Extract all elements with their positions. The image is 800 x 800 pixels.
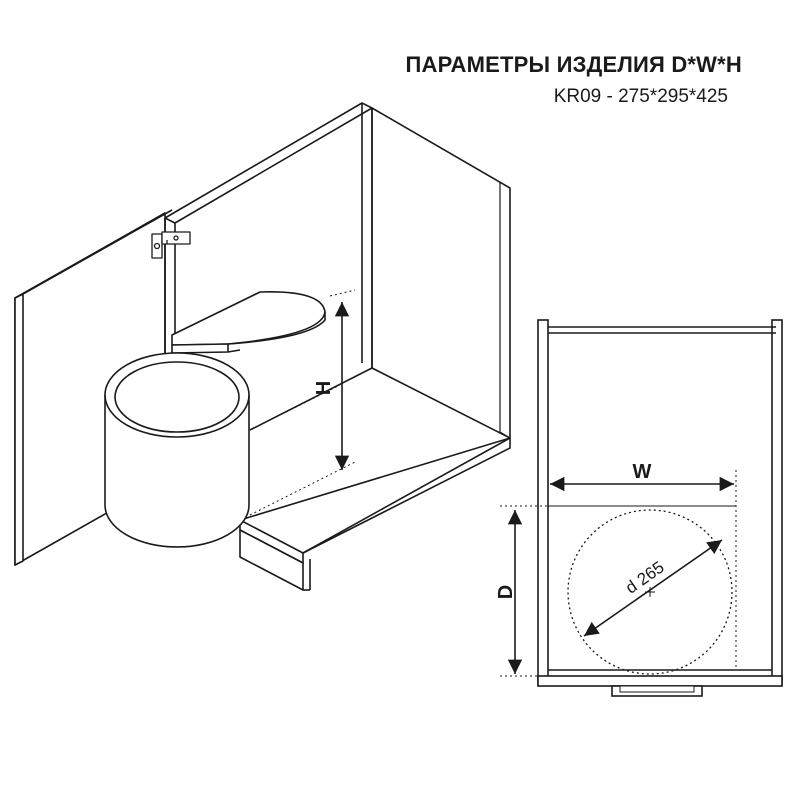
diameter-label: d 265: [622, 558, 668, 598]
cabinet-back-panel: [164, 102, 373, 224]
cabinet-isometric-view: [14, 102, 511, 591]
cabinet-bottom-panel: [239, 437, 511, 564]
depth-label: D: [495, 585, 517, 599]
model-dimensions: KR09 - 275*295*425: [553, 86, 728, 107]
bin-outline-dotted: [567, 509, 733, 675]
width-label: W: [633, 461, 652, 483]
door-hinge-icon: [151, 231, 191, 259]
bin-lid-holder: [171, 291, 326, 354]
cabinet-plan-view: [500, 319, 783, 697]
height-dimension: [329, 289, 356, 470]
round-waste-bin: [104, 352, 250, 548]
cabinet-plinth: [239, 529, 304, 591]
cabinet-right-side-panel: [371, 107, 511, 439]
height-label: H: [313, 381, 335, 395]
product-parameters-title: ПАРАМЕТРЫ ИЗДЕЛИЯ D*W*H: [405, 52, 742, 77]
